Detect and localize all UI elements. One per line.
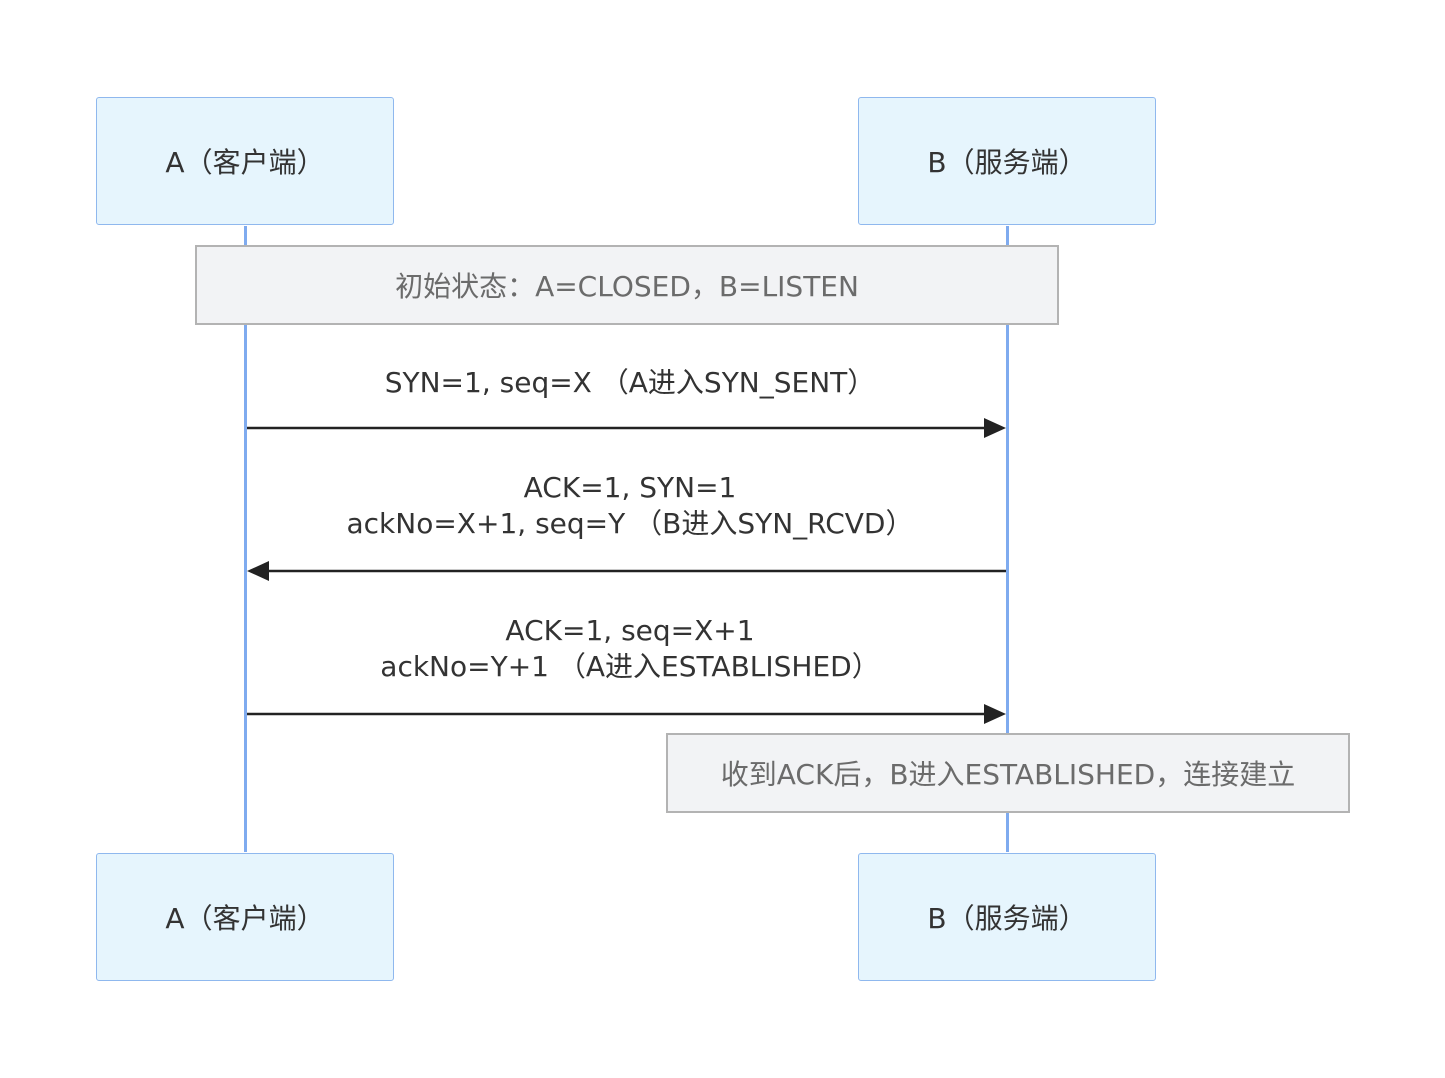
note-established: 收到ACK后，B进入ESTABLISHED，连接建立	[666, 733, 1350, 813]
participant-a-top: A（客户端）	[96, 97, 394, 225]
message-2-arrowhead	[247, 561, 269, 581]
message-2-line1: ACK=1, SYN=1	[523, 471, 737, 504]
message-3-arrowhead	[984, 704, 1006, 724]
lifeline-a	[244, 226, 247, 852]
participant-b-label: B（服务端）	[927, 902, 1087, 935]
message-3-line2: ackNo=Y+1 （A进入ESTABLISHED）	[380, 650, 880, 683]
note-initial-state: 初始状态：A=CLOSED，B=LISTEN	[195, 245, 1059, 325]
participant-a-label: A（客户端）	[165, 146, 325, 179]
participant-a-bottom: A（客户端）	[96, 853, 394, 981]
note-established-text: 收到ACK后，B进入ESTABLISHED，连接建立	[720, 758, 1296, 791]
message-1-arrowhead	[984, 418, 1006, 438]
lifeline-b	[1006, 226, 1009, 852]
message-1-label: SYN=1, seq=X （A进入SYN_SENT）	[240, 365, 1020, 401]
message-2-label: ACK=1, SYN=1 ackNo=X+1, seq=Y （B进入SYN_RC…	[240, 470, 1020, 542]
message-1-line1: SYN=1, seq=X （A进入SYN_SENT）	[384, 366, 876, 399]
participant-b-bottom: B（服务端）	[858, 853, 1156, 981]
message-2-line2: ackNo=X+1, seq=Y （B进入SYN_RCVD）	[346, 507, 914, 540]
participant-b-top: B（服务端）	[858, 97, 1156, 225]
participant-a-label: A（客户端）	[165, 902, 325, 935]
message-3-line1: ACK=1, seq=X+1	[505, 614, 755, 647]
note-initial-text: 初始状态：A=CLOSED，B=LISTEN	[395, 270, 859, 303]
participant-b-label: B（服务端）	[927, 146, 1087, 179]
message-3-label: ACK=1, seq=X+1 ackNo=Y+1 （A进入ESTABLISHED…	[240, 613, 1020, 685]
